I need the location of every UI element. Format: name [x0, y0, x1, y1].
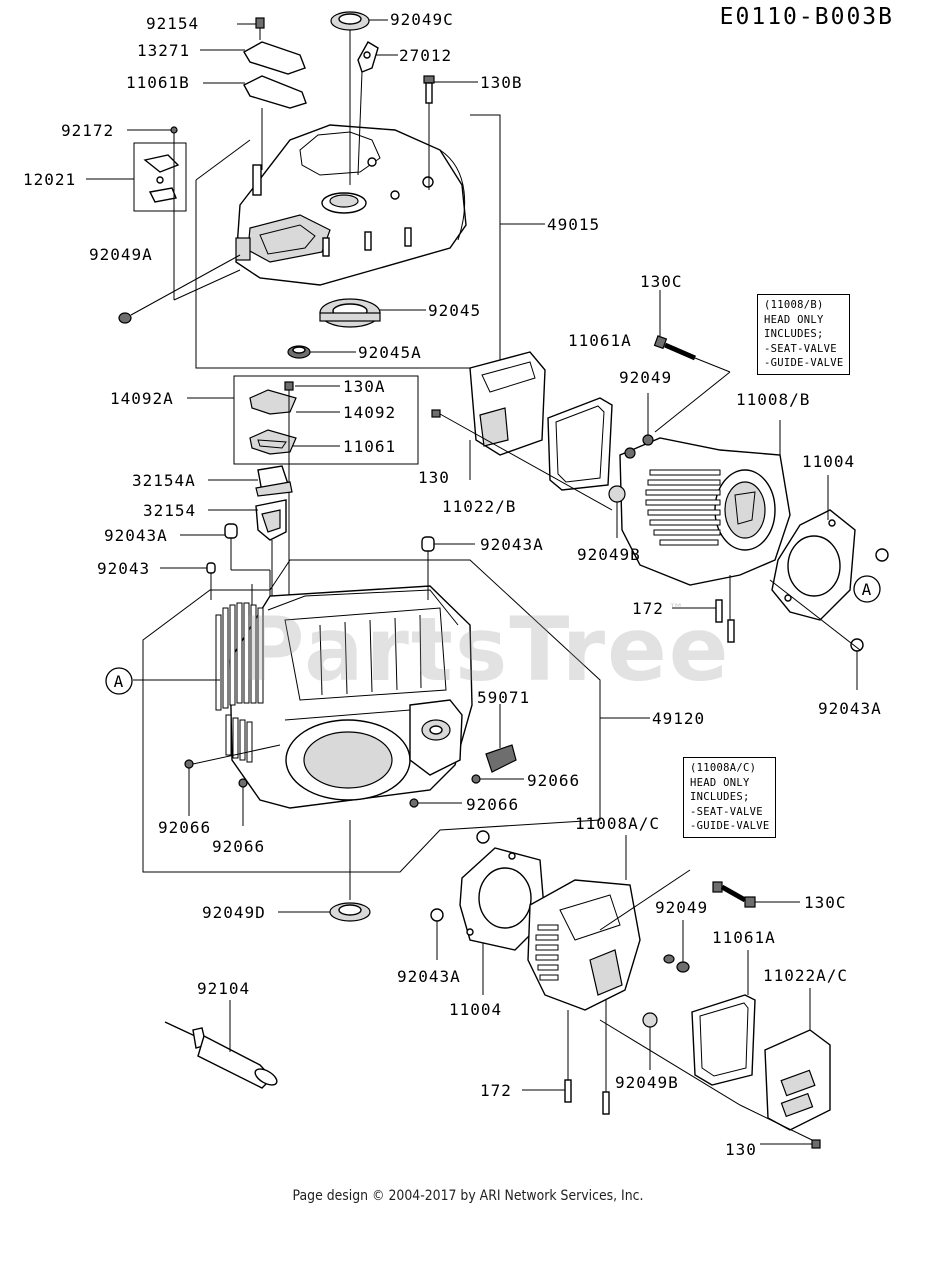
crankcase-cover-49015 [118, 11, 545, 369]
label-11004-upper: 11004 [802, 452, 855, 471]
label-11008ac: 11008A/C [575, 814, 660, 833]
callout-a-right-text: A [862, 580, 873, 599]
label-11061a-lower: 11061A [712, 928, 776, 947]
note-line: -GUIDE-VALVE [690, 820, 770, 832]
label-11061b: 11061B [126, 73, 190, 92]
label-92043a-left: 92043A [104, 526, 168, 545]
label-92049b-lower: 92049B [615, 1073, 679, 1092]
label-12021: 12021 [23, 170, 76, 189]
label-92043a-top: 92043A [480, 535, 544, 554]
label-49015: 49015 [547, 215, 600, 234]
breather-group-14092a [206, 375, 419, 640]
label-92049-lower: 92049 [655, 898, 708, 917]
label-14092: 14092 [343, 403, 396, 422]
label-92154: 92154 [146, 14, 199, 33]
note-line: INCLUDES; [690, 791, 750, 803]
label-11061: 11061 [343, 437, 396, 456]
note-line: -SEAT-VALVE [690, 805, 763, 818]
label-92066-right: 92066 [527, 771, 580, 790]
label-92049d: 92049D [202, 903, 266, 922]
label-leaders [86, 19, 661, 569]
part-labels: 92154 13271 11061B 92049C 27012 130B 921… [23, 10, 882, 1159]
crankcase-49120 [133, 536, 650, 922]
label-59071: 59071 [477, 688, 530, 707]
label-172-upper: 172 [632, 599, 664, 618]
label-92049a: 92049A [89, 245, 153, 264]
label-92049b-upper: 92049B [577, 545, 641, 564]
cylinder-head-11008b [431, 335, 889, 690]
label-11004-lower: 11004 [449, 1000, 502, 1019]
head-fins-upper [645, 469, 721, 546]
label-92066-center: 92066 [466, 795, 519, 814]
label-172-lower: 172 [480, 1081, 512, 1100]
label-92043a-right: 92043A [818, 699, 882, 718]
label-130-upper: 130 [418, 468, 450, 487]
label-13271: 13271 [137, 41, 190, 60]
label-11022b: 11022/B [442, 497, 516, 516]
note-line: HEAD ONLY [764, 313, 824, 326]
label-11022ac: 11022A/C [763, 966, 848, 985]
note-line: -GUIDE-VALVE [764, 357, 844, 369]
note-line: (11008/B) [764, 299, 824, 311]
note-line: INCLUDES; [764, 328, 824, 340]
head-fins-lower [535, 924, 559, 981]
label-92066-left: 92066 [158, 818, 211, 837]
note-11008ac: (11008A/C) HEAD ONLY INCLUDES; -SEAT-VALVE -… [683, 757, 777, 838]
cylinder-fins [215, 602, 264, 763]
label-92045a: 92045A [358, 343, 422, 362]
label-92043a-lower: 92043A [397, 967, 461, 986]
sealant-tube-92104 [164, 1000, 278, 1089]
label-27012: 27012 [399, 46, 452, 65]
note-11008b: (11008/B) HEAD ONLY INCLUDES; -SEAT-VALVE -G… [757, 294, 851, 375]
note-line: HEAD ONLY [690, 776, 750, 789]
label-49120: 49120 [652, 709, 705, 728]
footer-credit: Page design © 2004-2017 by ARI Network S… [292, 1188, 644, 1204]
callout-a-right: A [853, 575, 881, 603]
label-92049-upper: 92049 [619, 368, 672, 387]
watermark-tm: ™ [668, 600, 684, 619]
label-11008b: 11008/B [736, 390, 810, 409]
label-92066-bottom: 92066 [212, 837, 265, 856]
note-line: -SEAT-VALVE [764, 342, 837, 355]
label-11061a-upper: 11061A [568, 331, 632, 350]
label-32154: 32154 [143, 501, 196, 520]
label-130-lower: 130 [725, 1140, 757, 1159]
label-92172: 92172 [61, 121, 114, 140]
cylinder-head-11008ac [430, 830, 831, 1149]
label-130c-lower: 130C [804, 893, 847, 912]
callout-a-left-text: A [114, 672, 125, 691]
label-130b: 130B [480, 73, 523, 92]
note-line: (11008A/C) [690, 762, 757, 774]
label-32154a: 32154A [132, 471, 196, 490]
label-130a: 130A [343, 377, 386, 396]
callout-a-left: A [105, 667, 133, 695]
label-14092a: 14092A [110, 389, 174, 408]
label-92043: 92043 [97, 559, 150, 578]
diagram-code: E0110-B003B [719, 4, 894, 30]
label-92104: 92104 [197, 979, 250, 998]
label-92045: 92045 [428, 301, 481, 320]
label-92049c: 92049C [390, 10, 454, 29]
label-130c-upper: 130C [640, 272, 683, 291]
